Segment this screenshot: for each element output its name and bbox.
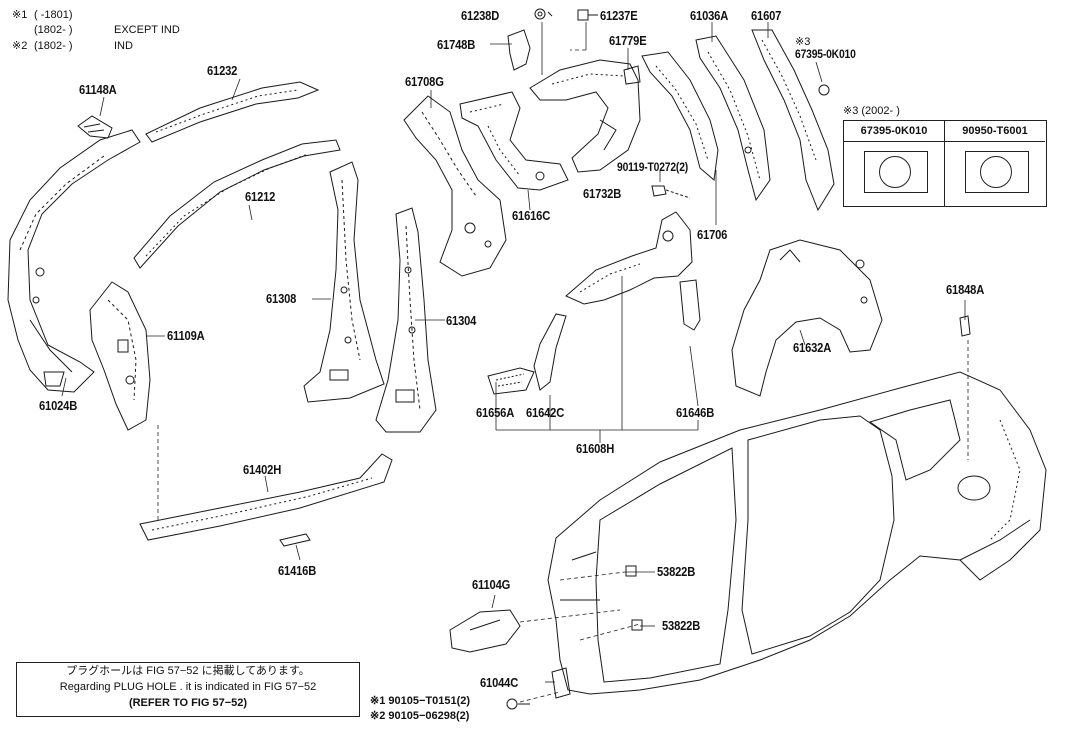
part-label-61109A[interactable]: 61109A	[167, 328, 205, 343]
part-61732B	[529, 59, 641, 173]
part-label-61616C[interactable]: 61616C	[512, 208, 551, 223]
part-61044C	[551, 667, 571, 699]
part-label-61642C[interactable]: 61642C	[526, 405, 565, 420]
part-label-61238D[interactable]: 61238D	[461, 8, 500, 23]
part-61104G	[449, 609, 521, 653]
part-61646B	[679, 279, 701, 331]
legend-cap-image	[864, 151, 928, 193]
part-61748B	[507, 29, 531, 71]
part-90119-bolt	[651, 185, 691, 199]
part-61212	[133, 139, 341, 269]
notice-line-japanese: プラグホールは FIG 57−52 に掲載してあります。	[66, 665, 310, 677]
plug-circle-icon	[980, 156, 1012, 188]
part-61308	[303, 161, 385, 403]
part-61402H	[139, 453, 393, 541]
part-61232	[145, 81, 320, 143]
part-61632A	[731, 239, 883, 397]
part-label-61304[interactable]: 61304	[446, 313, 477, 328]
legend-column-1: 67395-0K010	[844, 121, 945, 206]
part-label-61148A[interactable]: 61148A	[79, 82, 117, 97]
note-text: EXCEPT IND	[114, 24, 180, 36]
header-note-2: (1802- ) EXCEPT IND	[12, 24, 180, 36]
part-61304	[375, 207, 437, 433]
part-61848A	[959, 315, 971, 337]
notice-line-english: Regarding PLUG HOLE . it is indicated in…	[59, 681, 317, 693]
part-label-61607[interactable]: 61607	[751, 8, 782, 23]
part-label-61024B[interactable]: 61024B	[39, 398, 78, 413]
part-label-61732B[interactable]: 61732B	[583, 186, 622, 201]
part-label-61748B[interactable]: 61748B	[437, 37, 476, 52]
part-61607	[751, 29, 835, 212]
part-61416B	[279, 533, 311, 547]
part-body-side-outer	[547, 371, 1047, 695]
part-61616C	[459, 91, 569, 191]
cap-circle-icon	[879, 156, 911, 188]
part-label-53822B-upper[interactable]: 53822B	[657, 564, 696, 579]
note-symbol: ※2	[12, 40, 28, 52]
part-label-61308[interactable]: 61308	[266, 291, 297, 306]
part-label-53822B-lower[interactable]: 53822B	[662, 618, 701, 633]
part-61237E-clip	[577, 9, 598, 21]
header-note-3: ※2 (1802- ) IND	[12, 39, 133, 52]
part-label-61044C[interactable]: 61044C	[480, 675, 519, 690]
fastener-bolt	[506, 698, 530, 710]
part-61024B	[7, 129, 141, 393]
note-text: IND	[114, 40, 133, 52]
header-note-1: ※1 ( -1801)	[12, 8, 114, 21]
part-61238D-clip	[534, 8, 553, 20]
note-range: (1802- )	[34, 40, 73, 52]
part-label-61708G[interactable]: 61708G	[405, 74, 444, 89]
part-label-61232[interactable]: 61232	[207, 63, 238, 78]
part-61608H-wheelhouse	[565, 211, 693, 305]
part-label-61779E[interactable]: 61779E	[609, 33, 647, 48]
part-61109A	[89, 281, 151, 431]
part-label-61848A[interactable]: 61848A	[946, 282, 985, 297]
legend-column-2-header[interactable]: 90950-T6001	[945, 121, 1045, 142]
part-label-61632A[interactable]: 61632A	[793, 340, 832, 355]
part-label-61237E[interactable]: 61237E	[600, 8, 638, 23]
legend-column-2: 90950-T6001	[945, 121, 1045, 206]
note-symbol: ※1	[12, 9, 28, 21]
part-61708G	[403, 95, 507, 277]
part-67395-cap	[818, 84, 830, 96]
part-label-61104G[interactable]: 61104G	[472, 577, 511, 592]
part-61779E	[623, 65, 641, 85]
part-label-61656A[interactable]: 61656A	[476, 405, 515, 420]
part-label-61416B[interactable]: 61416B	[278, 563, 317, 578]
part-label-61608H[interactable]: 61608H	[576, 441, 615, 456]
marker-note3: ※3	[795, 36, 811, 48]
fastener-label-1[interactable]: ※1 90105−T0151(2)	[370, 695, 471, 707]
part-61036A	[641, 51, 719, 181]
part-label-61706[interactable]: 61706	[697, 227, 728, 242]
part-label-61212[interactable]: 61212	[245, 189, 276, 204]
part-53822B-clips	[625, 565, 643, 631]
part-label-61402H[interactable]: 61402H	[243, 462, 282, 477]
note-range: (1802- )	[34, 24, 73, 36]
notice-line-reference[interactable]: (REFER TO FIG 57−52)	[128, 697, 248, 709]
part-61148A	[77, 115, 113, 139]
note-range: ( -1801)	[34, 9, 73, 21]
part-label-67395-0K010[interactable]: 67395-0K010	[795, 47, 856, 61]
leader-lines	[61, 22, 969, 703]
legend-column-1-header[interactable]: 67395-0K010	[844, 121, 944, 142]
legend-plug-image	[965, 151, 1029, 193]
legend-title: ※3 (2002- )	[843, 105, 900, 117]
part-label-61646B[interactable]: 61646B	[676, 405, 715, 420]
part-61642C	[533, 313, 567, 391]
part-label-61036A[interactable]: 61036A	[690, 8, 729, 23]
fastener-label-2[interactable]: ※2 90105−06298(2)	[370, 710, 470, 722]
legend-table: 67395-0K010 90950-T6001	[843, 120, 1047, 207]
plug-hole-notice: プラグホールは FIG 57−52 に掲載してあります。 Regarding P…	[16, 662, 360, 717]
part-61656A	[487, 367, 535, 395]
part-label-90119-T0272[interactable]: 90119-T0272(2)	[617, 160, 689, 174]
part-61706	[695, 35, 771, 202]
